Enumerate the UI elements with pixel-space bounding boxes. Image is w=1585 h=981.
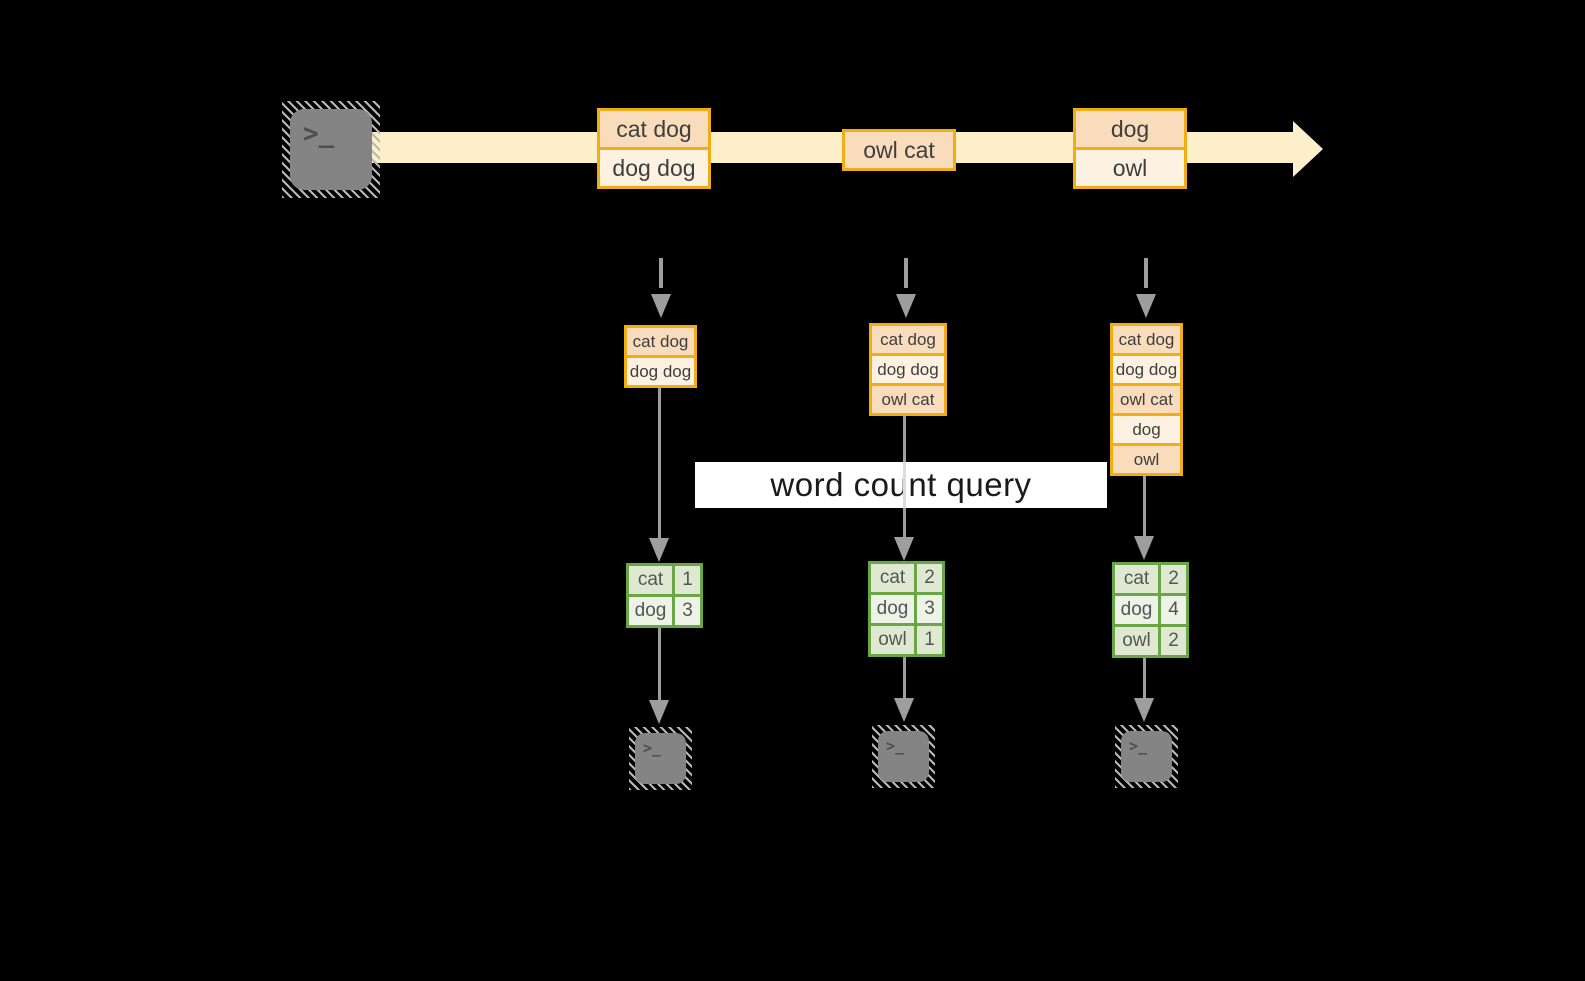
terminal-prompt-icon: >_ (290, 109, 372, 190)
arrowhead-icon (1134, 536, 1154, 560)
stream-event-box: owl cat (842, 129, 956, 171)
stream-event-cell: owl (1076, 147, 1184, 186)
arrowhead-icon (894, 698, 914, 722)
ingest-arrow (1136, 258, 1156, 318)
state-stack-cell: cat dog (1113, 326, 1180, 353)
result-count-cell: 1 (914, 626, 942, 654)
result-count-cell: 4 (1158, 596, 1186, 624)
state-stack: cat dog dog dog (624, 325, 697, 388)
result-row: cat 2 (871, 564, 942, 592)
arrowhead-icon (649, 538, 669, 562)
result-word-cell: dog (876, 598, 909, 619)
terminal-prompt-icon: >_ (1121, 731, 1172, 782)
result-count-cell: 3 (672, 597, 700, 625)
result-table: cat 2 dog 3 owl 1 (868, 561, 945, 657)
flow-line (903, 508, 906, 537)
sink-terminal-icon: >_ (629, 727, 692, 790)
state-stack-cell: dog dog (872, 353, 944, 383)
arrowhead-icon (1134, 698, 1154, 722)
result-word-cell: dog (1120, 599, 1153, 620)
stream-event-cell: owl cat (845, 132, 953, 168)
arrowhead-icon (649, 700, 669, 724)
result-word-cell: dog (634, 600, 667, 621)
result-word-cell: cat (879, 567, 906, 588)
sink-terminal-icon: >_ (872, 725, 935, 788)
query-label: word count query (695, 462, 1107, 508)
result-row: dog 4 (1115, 593, 1186, 624)
terminal-prompt-icon: >_ (635, 733, 686, 784)
result-row: dog 3 (629, 594, 700, 625)
state-stack-cell: dog dog (627, 355, 694, 385)
state-stack-cell: cat dog (627, 328, 694, 355)
ingest-arrow (651, 258, 671, 318)
ingest-arrow (896, 258, 916, 318)
stream-event-cell: cat dog (600, 111, 708, 147)
source-terminal-icon: >_ (282, 101, 380, 198)
stream-event-cell: dog dog (600, 147, 708, 186)
flow-line (903, 657, 906, 698)
result-count-cell: 2 (1158, 627, 1186, 655)
arrowhead-icon (1136, 294, 1156, 318)
result-count-cell: 3 (914, 595, 942, 623)
result-row: dog 3 (871, 592, 942, 623)
arrowhead-icon (894, 537, 914, 561)
result-count-cell: 1 (672, 566, 700, 594)
result-table: cat 1 dog 3 (626, 563, 703, 628)
result-word-cell: cat (1123, 568, 1150, 589)
result-row: cat 1 (629, 566, 700, 594)
sink-terminal-icon: >_ (1115, 725, 1178, 788)
dash-segment (1144, 258, 1148, 288)
flow-line (903, 462, 906, 508)
arrowhead-icon (896, 294, 916, 318)
state-stack-cell: dog (1113, 413, 1180, 443)
state-stack: cat dog dog dog owl cat dog owl (1110, 323, 1183, 476)
flow-line (658, 388, 661, 538)
result-count-cell: 2 (1158, 565, 1186, 593)
flow-line (1143, 476, 1146, 536)
state-stack-cell: owl cat (1113, 383, 1180, 413)
result-word-cell: owl (1122, 630, 1151, 651)
result-row: owl 2 (1115, 624, 1186, 655)
flow-line (1143, 658, 1146, 698)
flow-line (903, 416, 906, 462)
terminal-prompt-icon: >_ (878, 731, 929, 782)
stream-event-cell: dog (1076, 111, 1184, 147)
result-word-cell: cat (637, 569, 664, 590)
stream-event-box: dog owl (1073, 108, 1187, 189)
arrowhead-icon (651, 294, 671, 318)
state-stack-cell: dog dog (1113, 353, 1180, 383)
dash-segment (904, 258, 908, 288)
dash-segment (659, 258, 663, 288)
state-stack-cell: owl (1113, 443, 1180, 473)
state-stack-cell: cat dog (872, 326, 944, 353)
stream-event-box: cat dog dog dog (597, 108, 711, 189)
result-count-cell: 2 (914, 564, 942, 592)
result-table: cat 2 dog 4 owl 2 (1112, 562, 1189, 658)
state-stack: cat dog dog dog owl cat (869, 323, 947, 416)
result-row: cat 2 (1115, 565, 1186, 593)
result-row: owl 1 (871, 623, 942, 654)
stream-arrowhead-icon (1293, 121, 1323, 177)
state-stack-cell: owl cat (872, 383, 944, 413)
result-word-cell: owl (878, 629, 907, 650)
flow-line (658, 628, 661, 700)
